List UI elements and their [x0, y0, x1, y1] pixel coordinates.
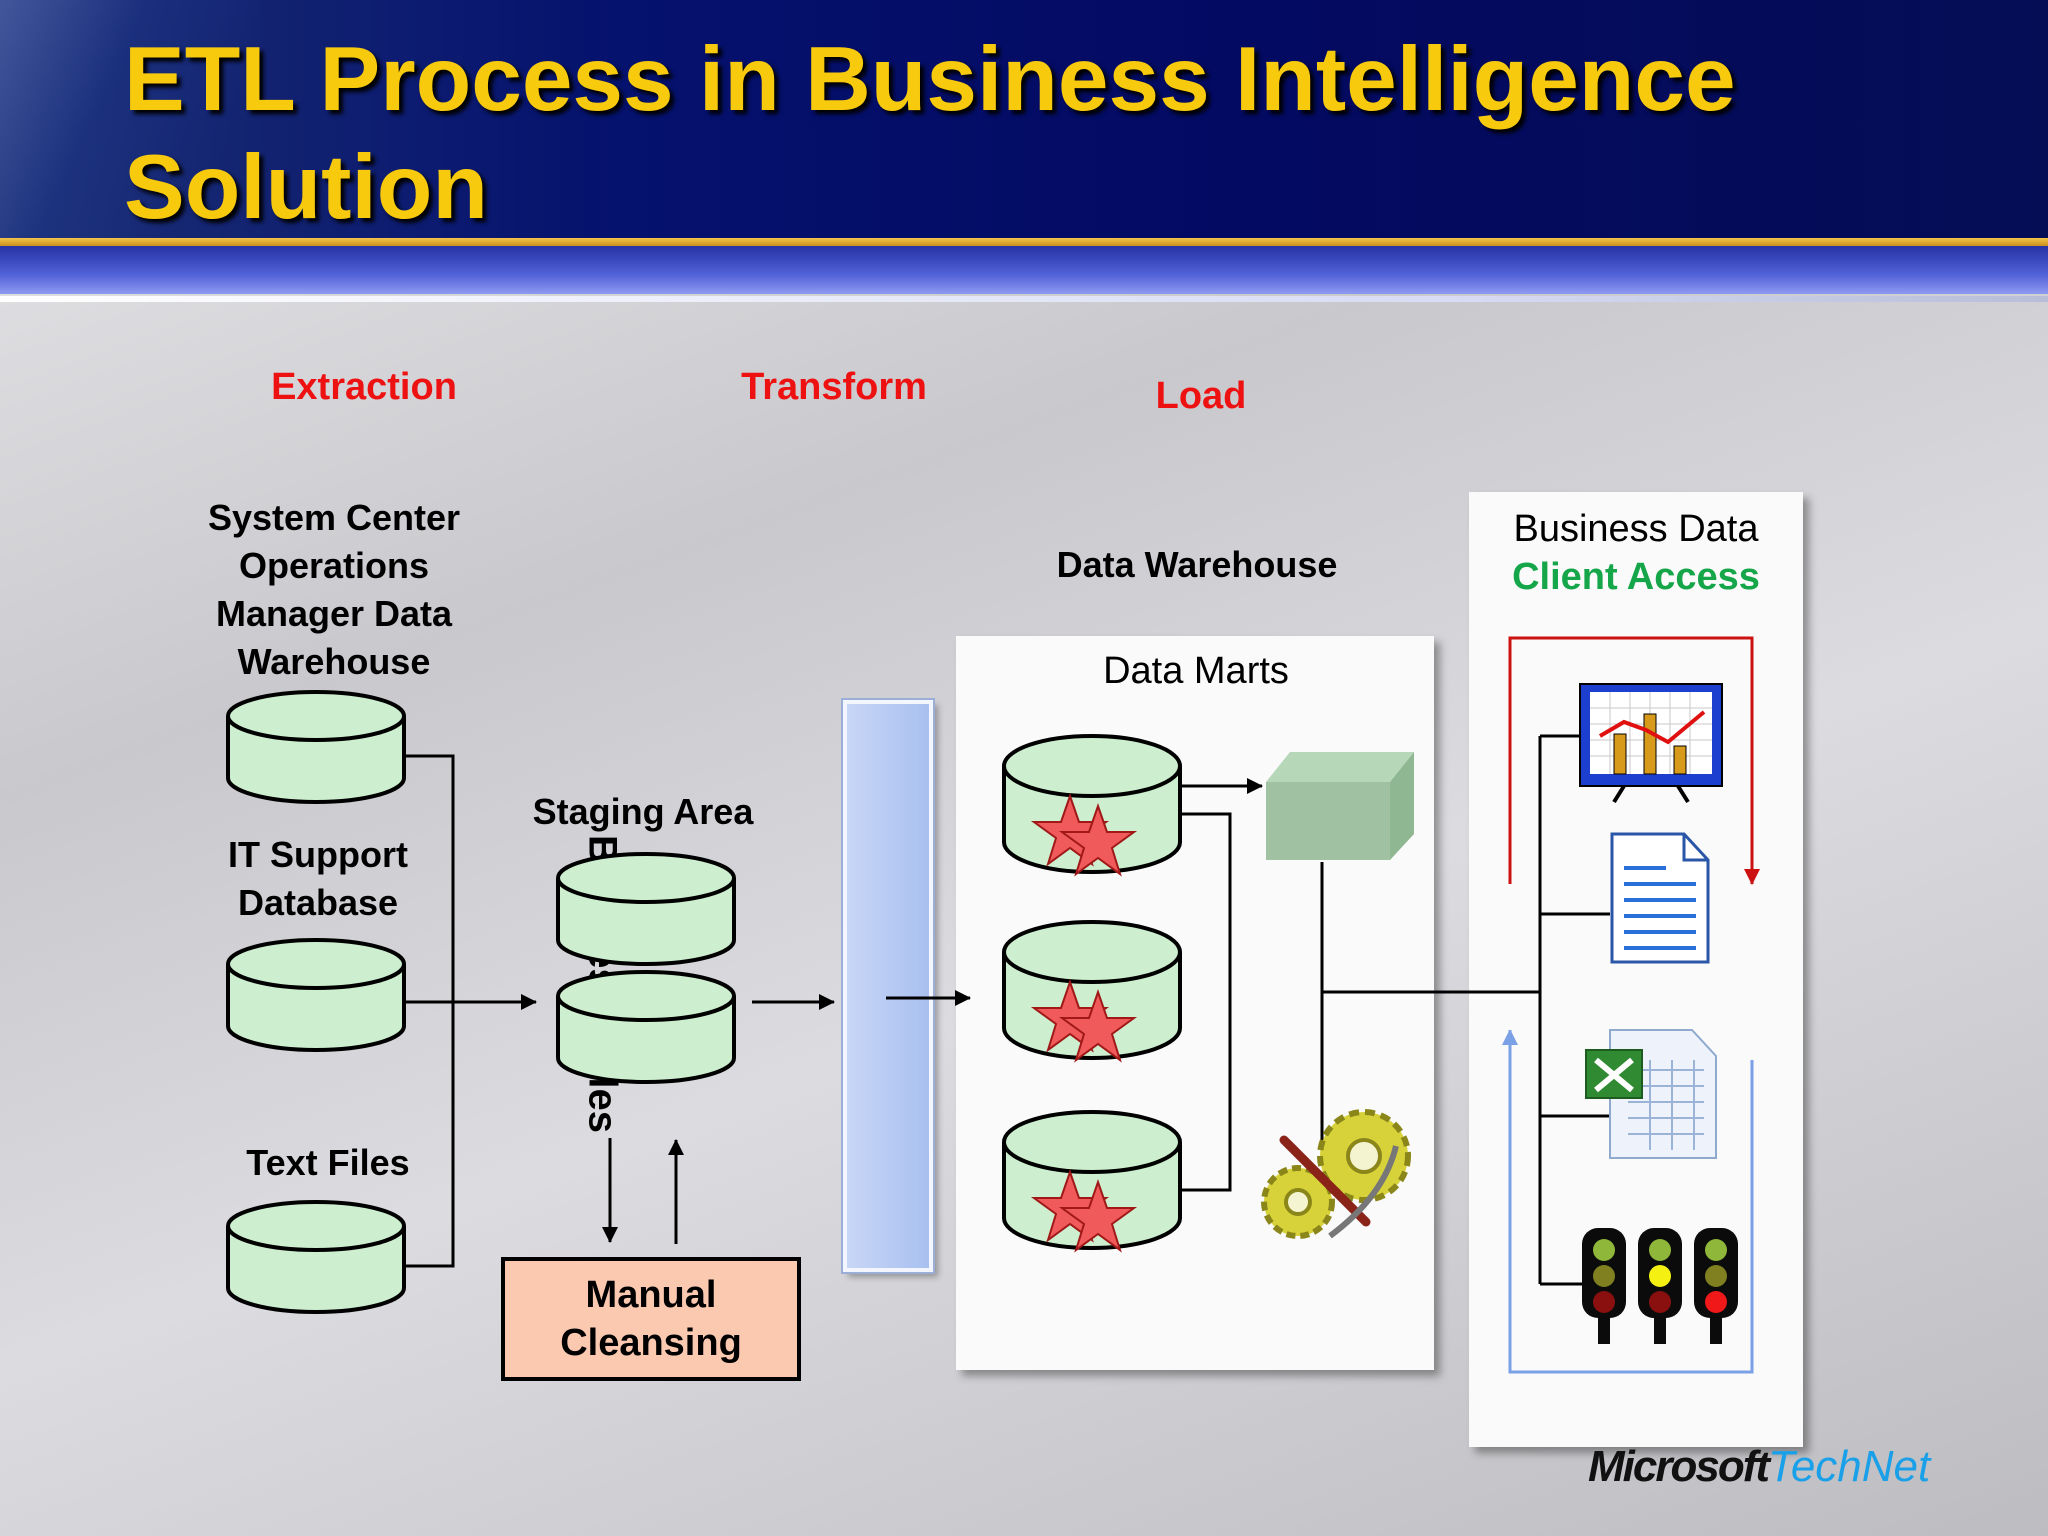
cube-icon [1266, 752, 1414, 860]
manual-cleansing-box: Manual Cleansing [501, 1257, 801, 1381]
database-icon [556, 970, 736, 1084]
mart-connectors [1180, 778, 1540, 1192]
source-connectors [404, 754, 537, 1268]
gold-divider [0, 238, 2048, 246]
phase-load: Load [1155, 375, 1247, 417]
slide-title: ETL Process in Business Intelligence Sol… [124, 29, 1736, 238]
loop-gap [1488, 994, 1528, 1030]
traffic-light-kpi-icon [1582, 1228, 1738, 1344]
phase-transform: Transform [741, 366, 927, 408]
source-label-it-support: IT Support Database [228, 834, 408, 923]
title-bar [0, 0, 2048, 238]
star-schema-icon [1002, 1110, 1182, 1252]
business-data-label: Business Data [1513, 508, 1759, 550]
client-access-label: Client Access [1512, 556, 1760, 598]
chart-report-icon [1579, 683, 1723, 804]
blue-band [0, 246, 2048, 294]
loop-gap [1730, 990, 1774, 1026]
data-mining-gears-icon [1261, 1109, 1411, 1239]
title-bar-highlight [0, 0, 260, 238]
database-icon [226, 690, 406, 804]
database-icon [556, 852, 736, 966]
client-access-panel [1469, 492, 1803, 1447]
data-warehouse-label: Data Warehouse [1056, 544, 1338, 585]
client-access-blue-loop [1502, 1029, 1754, 1374]
staging-area-label: Staging Area [532, 791, 754, 832]
database-icon [226, 938, 406, 1052]
excel-icon [1585, 1029, 1717, 1159]
white-rule [0, 296, 2048, 302]
source-label-scom: System Center Operations Manager Data Wa… [207, 497, 461, 682]
star-schema-icon [1002, 920, 1182, 1062]
phase-extraction: Extraction [271, 366, 457, 408]
business-rules-bar [843, 700, 933, 1272]
document-icon [1610, 832, 1710, 964]
star-schema-icon [1002, 734, 1182, 876]
loop-gap [1488, 888, 1528, 924]
client-tree-connector [1538, 734, 1610, 1286]
data-marts-label: Data Marts [1103, 650, 1289, 692]
client-access-red-loop [1508, 636, 1760, 885]
database-icon [226, 1200, 406, 1314]
logo-technet: TechNet [1768, 1442, 1931, 1491]
logo-microsoft: Microsoft [1588, 1442, 1770, 1491]
manual-cleansing-label: Manual Cleansing [560, 1274, 742, 1364]
source-label-text-files: Text Files [246, 1142, 410, 1183]
microsoft-technet-logo: MicrosoftTechNet [1588, 1442, 1930, 1492]
